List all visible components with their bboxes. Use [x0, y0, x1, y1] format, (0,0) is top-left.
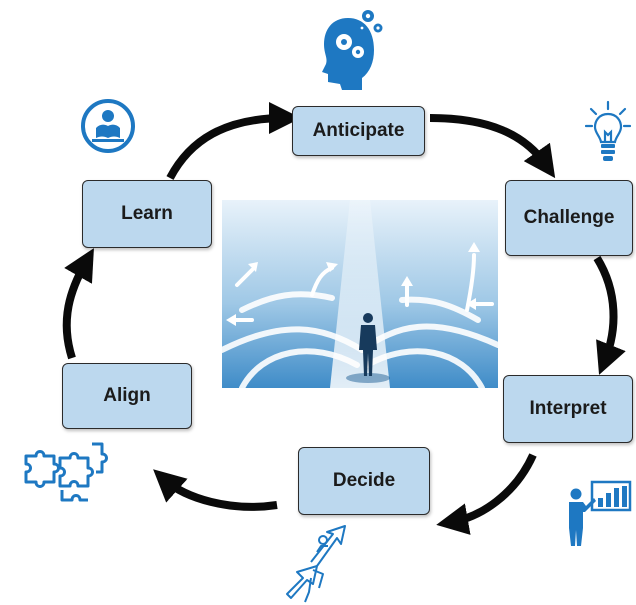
step-decide: Decide [298, 447, 430, 515]
arrow-learn-to-anticipate [166, 102, 301, 180]
step-learn-label: Learn [121, 203, 173, 224]
step-anticipate: Anticipate [292, 106, 425, 156]
step-interpret: Interpret [503, 375, 633, 443]
step-decide-label: Decide [332, 470, 396, 491]
puzzle-pieces-icon [24, 442, 108, 502]
arrow-challenge-to-interpret [593, 255, 626, 375]
arrow-align-to-learn [62, 248, 94, 360]
step-interpret-label: Interpret [529, 398, 607, 419]
step-challenge: Challenge [505, 180, 633, 256]
step-challenge-label: Challenge [523, 207, 615, 228]
step-learn: Learn [82, 180, 212, 248]
step-align: Align [62, 363, 192, 429]
crossroads-illustration [222, 200, 498, 388]
head-gears-icon [322, 10, 383, 90]
arrow-anticipate-to-challenge [429, 114, 556, 179]
standing-person-icon [359, 313, 377, 376]
lightbulb-icon [585, 100, 631, 161]
presentation-chart-icon [569, 480, 632, 546]
climbing-arrows-icon [286, 525, 346, 603]
arrow-decide-to-align [153, 469, 278, 511]
reading-person-icon [81, 99, 135, 153]
step-align-label: Align [103, 385, 151, 406]
step-anticipate-label: Anticipate [312, 120, 405, 141]
arrow-interpret-to-decide [436, 453, 537, 535]
